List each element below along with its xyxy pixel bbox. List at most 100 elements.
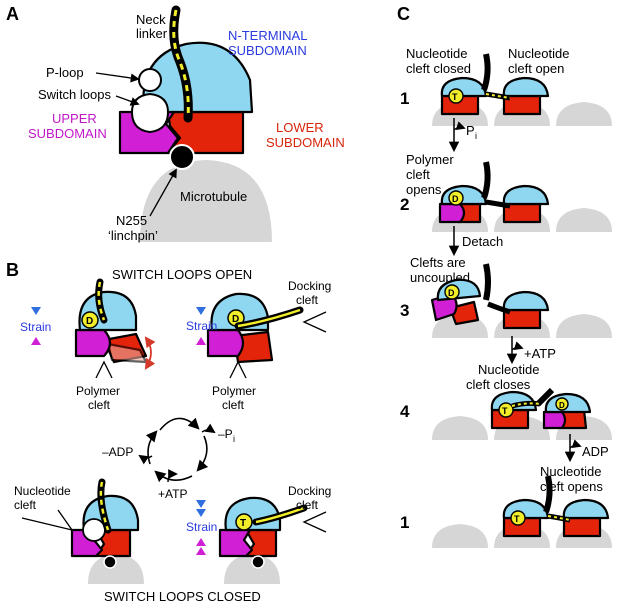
pi-label: P	[466, 123, 475, 138]
switch-red-arrow	[144, 336, 156, 370]
closes-line-2: cleft closes	[466, 377, 531, 392]
switch-loops-open-title: SWITCH LOOPS OPEN	[112, 267, 252, 282]
strain-magenta-triangle-bottom-2	[196, 547, 206, 555]
neck-linker-docked-stripes	[237, 308, 301, 328]
cycle-minus-adp: –ADP	[102, 445, 133, 459]
n255-linchpin-dot	[169, 144, 195, 170]
n-terminal-label-line-2: SUBDOMAIN	[228, 43, 307, 58]
detach-label: Detach	[462, 234, 503, 249]
cycle-minus-p: –P	[218, 427, 233, 441]
strain-label-right-top: Strain	[186, 319, 217, 333]
upper-domain	[74, 328, 112, 358]
panel-b: B SWITCH LOOPS OPEN D Strain D	[6, 260, 331, 604]
panel-c-letter: C	[397, 4, 410, 24]
strain-magenta-triangle-right-top	[196, 337, 206, 345]
docking-cleft-bottom-line-1: Docking	[288, 484, 331, 498]
pi-branch	[453, 121, 466, 131]
linchpin-dot	[103, 555, 117, 569]
opens-line-1: Nucleotide	[540, 464, 601, 479]
microtubule-shape	[140, 160, 272, 242]
adp-branch	[569, 439, 582, 449]
polymer-cleft-left-line-2: cleft	[88, 398, 111, 412]
docking-cleft-top-line-1: Docking	[288, 279, 331, 293]
closes-line-1: Nucleotide	[478, 362, 539, 377]
strain-blue-triangle-left	[31, 307, 41, 315]
docking-cleft-bottom-marker	[302, 511, 327, 533]
strain-blue-triangle-bottom-2	[196, 509, 206, 517]
panel-a: A Microtubule Neck linker N-TERMINAL SUB…	[6, 4, 345, 243]
open-header-line-1: Nucleotide	[508, 46, 569, 61]
atp-letter-step-4: T	[502, 406, 508, 416]
cycle-arc-top	[159, 417, 200, 431]
strain-blue-triangle-bottom-1	[196, 500, 206, 508]
panel-b-letter: B	[6, 260, 19, 280]
microtubule-b-bottom-right	[224, 554, 280, 584]
adp-letter-step-4: D	[559, 401, 565, 410]
neck-linker-label-line-2: linker	[136, 26, 168, 41]
docking-cleft-top-marker	[302, 311, 327, 333]
step-3-label: 3	[400, 301, 409, 320]
adp-disc	[81, 311, 99, 329]
cycle-branch-adp	[138, 454, 153, 465]
closed-header-line-2: cleft closed	[406, 61, 471, 76]
p-loop-arrow	[95, 72, 140, 83]
plus-atp-label: +ATP	[524, 346, 556, 361]
polymer-cleft-left-marker	[95, 360, 113, 379]
atp-branch	[511, 341, 524, 351]
upper-label-line-2: SUBDOMAIN	[28, 126, 107, 141]
polymer-opens-line-1: Polymer	[406, 152, 454, 167]
atp-disc	[235, 513, 253, 531]
atp-letter-step-1-repeat: T	[514, 514, 520, 524]
adp-letter: D	[232, 314, 239, 325]
pi-subscript: i	[475, 131, 477, 141]
open-header-line-2: cleft open	[508, 61, 564, 76]
motor-b-bottom-left	[70, 478, 140, 569]
adp-letter: D	[86, 316, 93, 327]
step-1-repeat-label: 1	[400, 513, 409, 532]
nucleotide-cleft-label-line-2: cleft	[14, 498, 37, 512]
neck-linker-stripes	[97, 281, 106, 321]
n-terminal-domain	[224, 496, 282, 532]
p-loop-pocket	[138, 68, 162, 92]
neck-linker-docked-stripes	[255, 506, 305, 524]
adp-letter-step-3: D	[448, 288, 455, 298]
neck-linker-stripes	[99, 481, 110, 531]
atp-letter: T	[240, 518, 246, 529]
n255-arrow	[149, 168, 177, 217]
adp-letter-step-2: D	[452, 194, 459, 204]
cycle-p-subscript: i	[233, 434, 235, 444]
upper-domain	[218, 528, 254, 558]
step-4-label: 4	[400, 402, 410, 421]
switch-loops-closed-title: SWITCH LOOPS CLOSED	[104, 589, 261, 604]
p-loop-label: P-loop	[46, 65, 84, 80]
switch-loops-pocket	[130, 92, 170, 134]
adp-release-label: ADP	[582, 444, 609, 459]
polymer-opens-line-2: cleft	[406, 167, 430, 182]
opens-line-2: cleft opens	[540, 479, 603, 494]
lower-label-line-2: SUBDOMAIN	[266, 135, 345, 150]
panel-c: C Nucleotide cleft closed Nucleotide cle…	[397, 4, 612, 548]
lower-label-line-1: LOWER	[276, 120, 324, 135]
dimer-step-1: T	[440, 53, 550, 116]
closed-header-line-1: Nucleotide	[406, 46, 467, 61]
cycle-arc-bottom	[154, 470, 193, 483]
switch-loops-pocket	[82, 518, 106, 542]
dimer-step-1-repeat: T	[502, 475, 610, 538]
upper-domain	[206, 328, 245, 358]
switch-loops-label: Switch loops	[38, 87, 111, 102]
dimer-step-3: D	[430, 263, 550, 330]
polymer-opens-line-3: opens	[406, 182, 442, 197]
strain-label-bottom: Strain	[186, 520, 217, 534]
reaction-cycle: –ADP –P i +ATP	[102, 417, 235, 501]
step-1-label: 1	[400, 89, 409, 108]
n-terminal-label-line-1: N-TERMINAL	[228, 28, 307, 43]
motor-b-top-right: D	[206, 292, 304, 364]
motor-b-top-left: D	[74, 278, 156, 370]
docking-cleft-top-line-2: cleft	[296, 293, 319, 307]
cycle-arc-left	[145, 430, 158, 465]
strain-label-left: Strain	[20, 320, 51, 334]
strain-blue-triangle-right-top	[196, 307, 206, 315]
switch-loops-arrow	[115, 95, 140, 106]
nucleotide-cleft-label-line-1: Nucleotide	[14, 484, 71, 498]
